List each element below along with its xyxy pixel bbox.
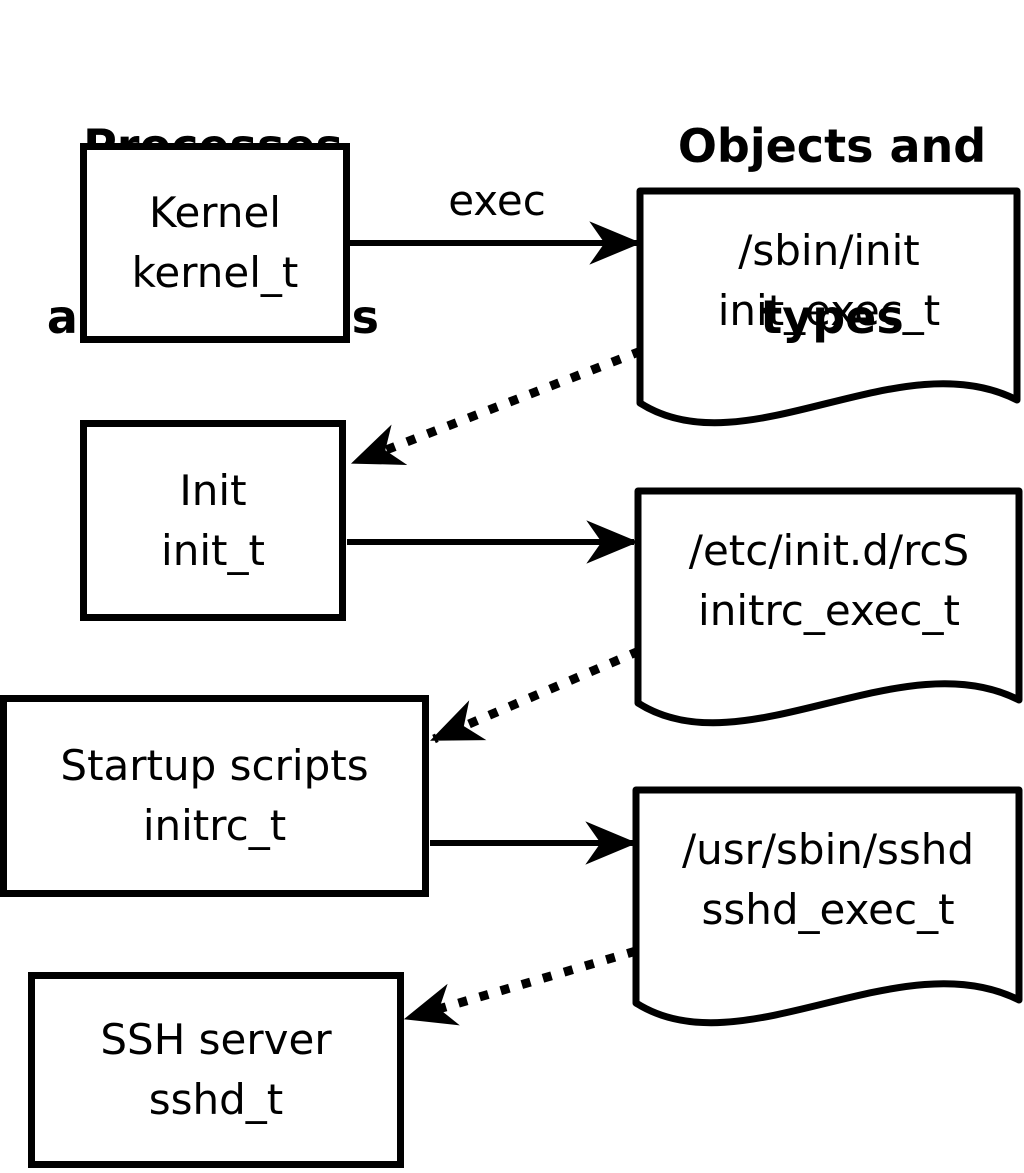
process-box-init: Init init_t bbox=[80, 420, 346, 621]
process-domain: kernel_t bbox=[131, 248, 299, 297]
process-domain: sshd_t bbox=[148, 1075, 284, 1124]
transition-arrow-sshd-to-sshd-t bbox=[403, 946, 638, 1026]
process-name: Startup scripts bbox=[60, 741, 369, 790]
transition-arrow-rcs-to-initrc-t bbox=[430, 646, 641, 744]
process-box-startup-scripts: Startup scripts initrc_t bbox=[0, 695, 429, 897]
column-header-objects-line1: Objects and bbox=[677, 119, 987, 173]
process-name: Init bbox=[179, 465, 247, 515]
process-box-kernel: Kernel kernel_t bbox=[80, 143, 350, 343]
column-header-objects-line2: types bbox=[760, 290, 904, 344]
column-header-objects: Objects and types bbox=[640, 4, 1024, 460]
process-domain: init_t bbox=[161, 525, 265, 575]
process-box-ssh-server: SSH server sshd_t bbox=[28, 972, 404, 1168]
document-shape-sbin-init bbox=[636, 187, 1021, 427]
process-name: SSH server bbox=[100, 1015, 332, 1064]
process-domain: initrc_t bbox=[142, 801, 287, 850]
exec-arrow-label: exec bbox=[448, 176, 546, 225]
transition-arrow-sbin-init-to-init-t bbox=[350, 346, 643, 467]
process-name: Kernel bbox=[149, 188, 281, 237]
document-shape-usr-sbin-sshd bbox=[632, 786, 1023, 1027]
document-shape-etc-initd-rcs bbox=[634, 487, 1023, 727]
